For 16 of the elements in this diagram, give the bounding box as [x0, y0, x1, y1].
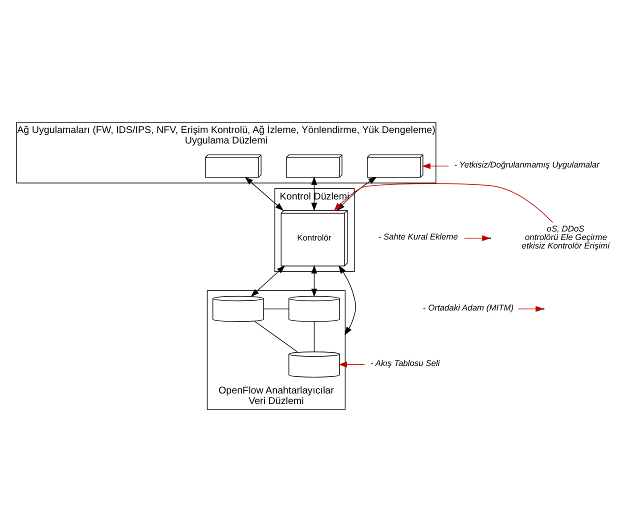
arrow — [338, 362, 365, 368]
connector — [314, 321, 315, 352]
node-text: - Ortadaki Adam (MITM) — [422, 302, 514, 312]
arrow — [422, 163, 449, 170]
arrow — [244, 176, 284, 211]
connector — [263, 308, 290, 310]
arrow — [338, 265, 356, 336]
node-text: - Yetkisiz/Doğrulanmamış Uygulamalar — [454, 160, 600, 170]
arrow — [311, 265, 318, 298]
node-text: - Akış Tablosu Seli — [370, 358, 440, 368]
arrow — [311, 176, 318, 212]
node-text: oS, DDoS ontrolörü Ele Geçirme etkisiz Kontrolör Erişimi — [522, 224, 610, 250]
connector — [254, 321, 298, 352]
arrow — [334, 183, 554, 223]
node-text: - Sahte Kural Ekleme — [378, 232, 458, 242]
arrow — [250, 265, 286, 297]
